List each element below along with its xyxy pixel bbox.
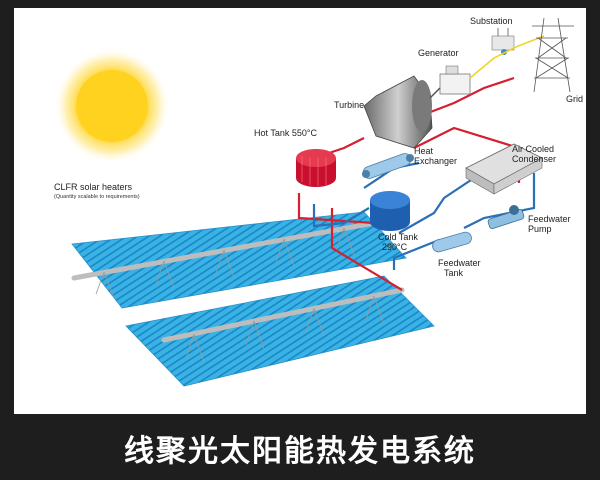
substation <box>491 28 515 55</box>
hot-tank-label: Hot Tank 550°C <box>254 128 317 138</box>
feedwater-pump-label-2: Pump <box>528 224 552 234</box>
feedwater-tank-label-2: Tank <box>444 268 464 278</box>
power-line <box>469 35 545 79</box>
cold-tank-temp-label: 290°C <box>382 242 408 252</box>
cold-tank <box>370 191 410 231</box>
caption-title: 线聚光太阳能热发电系统 <box>124 434 476 469</box>
feedwater-pump-label: Feedwater <box>528 214 571 224</box>
heat-exchanger-label-2: Exchanger <box>414 156 457 166</box>
air-cooled-label-2: Condenser <box>512 154 556 164</box>
generator-label: Generator <box>418 48 459 58</box>
air-cooled-condenser <box>465 143 543 195</box>
heat-exchanger <box>362 153 414 179</box>
heat-exchanger-label: Heat <box>414 146 434 156</box>
grid-tower-icon <box>532 17 574 93</box>
hot-tank <box>296 149 336 187</box>
turbine-label: Turbine <box>334 100 364 110</box>
feedwater-tank-label: Feedwater <box>438 258 481 268</box>
diagram-frame: CLFR solar heaters (Quantity scalable to… <box>14 8 586 414</box>
generator <box>429 65 471 99</box>
clfr-field-back <box>71 211 407 309</box>
feedwater-pump <box>487 205 525 229</box>
turbine <box>363 75 433 149</box>
clfr-label: CLFR solar heaters <box>54 182 133 192</box>
sun-icon <box>54 48 170 164</box>
cold-tank-label: Cold Tank <box>378 232 418 242</box>
clfr-note-label: (Quantity scalable to requirements) <box>54 194 140 200</box>
air-cooled-label: Air Cooled <box>512 144 554 154</box>
hot-pipes <box>297 76 521 291</box>
clfr-diagram: CLFR solar heaters (Quantity scalable to… <box>54 16 583 387</box>
receiver-tube-front <box>161 287 405 343</box>
feedwater-tank <box>432 231 472 253</box>
grid-label: Grid <box>566 94 583 104</box>
substation-label: Substation <box>470 16 513 26</box>
clfr-field-front <box>125 275 435 387</box>
